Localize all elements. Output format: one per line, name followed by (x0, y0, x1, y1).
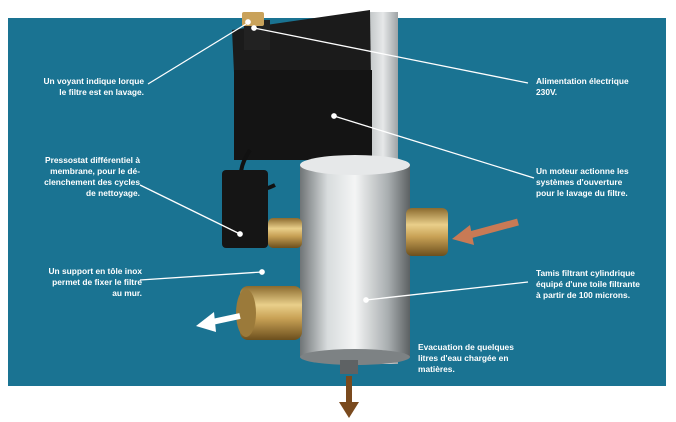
pressure-switch (222, 170, 268, 248)
drain-arrow-head (339, 402, 359, 418)
outlet-arrow-shaft (211, 313, 241, 325)
outlet-arrow-head (196, 312, 216, 332)
outlet-fitting (240, 286, 302, 340)
callout-voyant: Un voyant indique lorque le filtre est e… (43, 76, 144, 97)
motor-block (234, 70, 372, 160)
leader-lines (139, 19, 535, 303)
inlet-arrow-head (452, 225, 474, 245)
filter-body (300, 165, 410, 357)
callout-pressostat: Pressostat différentiel à membrane, pour… (44, 155, 140, 198)
inlet-arrow-shaft (465, 218, 519, 240)
callout-evacuation: Evacuation de quelques litres d'eau char… (418, 342, 514, 374)
drain-plug (340, 360, 358, 374)
inlet-fitting (406, 208, 448, 256)
callout-tamis: Tamis filtrant cylindrique équipé d'une … (536, 268, 640, 300)
callout-support: Un support en tôle inox permet de fixer … (48, 266, 142, 298)
callout-moteur: Un moteur actionne les systèmes d'ouvert… (536, 166, 629, 198)
callout-alimentation: Alimentation électrique 230V. (536, 76, 629, 97)
